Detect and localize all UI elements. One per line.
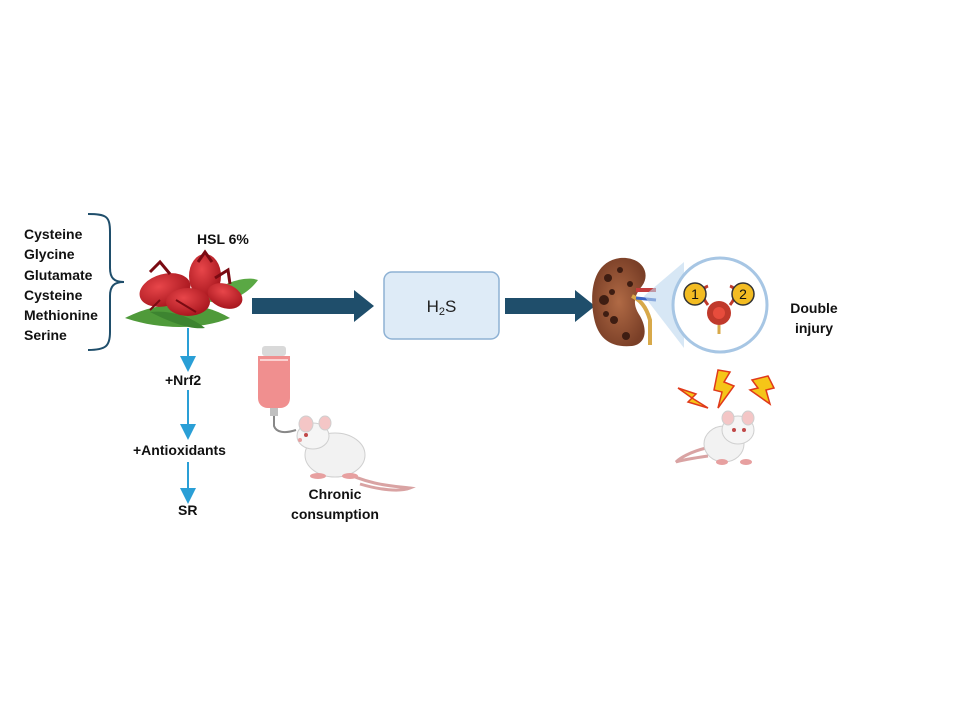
marker-2-circle	[731, 282, 755, 306]
consumption-label-line1: Chronic	[308, 486, 362, 502]
injury-label-line1: Double	[790, 300, 838, 316]
lightning-icon-left	[677, 387, 709, 409]
rat-injured-icon	[674, 410, 755, 465]
injury-label-line2: injury	[794, 320, 834, 336]
h2s-label: H2S	[427, 297, 457, 318]
amino-acid-brace	[87, 213, 125, 351]
lightning-icon-right	[748, 375, 776, 406]
zoom-cone	[644, 262, 684, 348]
rat-drinking-icon	[296, 415, 416, 492]
amino-acid-item: Cysteine	[24, 226, 83, 242]
amino-acid-item: Cysteine	[24, 286, 83, 303]
amino-acid-list: Cysteine Glycine Glutamate Cysteine Meth…	[24, 224, 98, 346]
pathway-sr: SR	[178, 502, 198, 518]
amino-acid-item: Glycine	[24, 246, 75, 263]
arrow-to-h2s	[252, 290, 374, 322]
arrow-to-kidney	[505, 290, 595, 322]
pathway-nrf2: +Nrf2	[165, 372, 202, 388]
h2s-box	[383, 271, 500, 340]
marker-2-label: 2	[739, 286, 747, 302]
amino-acid-item: Glutamate	[24, 266, 93, 283]
hsl-label: HSL 6%	[197, 231, 249, 247]
injury-label: Double injury	[784, 298, 844, 338]
amino-acid-item: Methionine	[24, 307, 98, 324]
kidney-icon	[592, 257, 657, 347]
water-bottle-icon	[258, 346, 297, 434]
marker-1-label: 1	[691, 286, 699, 302]
amino-acid-item: Serine	[24, 327, 67, 344]
marker-1-circle	[683, 282, 707, 306]
hibiscus-flower-icon	[125, 249, 258, 329]
pathway-antioxidants: +Antioxidants	[133, 442, 226, 458]
lightning-icon-center	[713, 369, 736, 409]
consumption-label: Chronic consumption	[280, 484, 390, 524]
consumption-label-line2: consumption	[291, 506, 379, 522]
